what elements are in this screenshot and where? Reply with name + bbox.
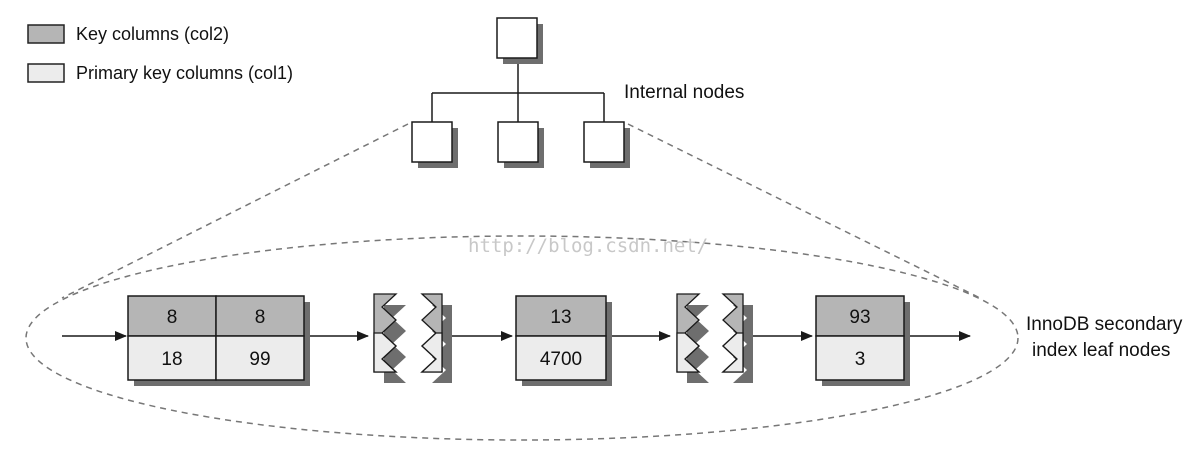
zoom-outline (25, 123, 1019, 441)
internal-node-middle (497, 121, 539, 163)
leaf-1-key-2: 8 (255, 307, 266, 328)
legend-key-swatch (27, 24, 65, 44)
leaf-3-key: 93 (849, 307, 870, 328)
leaf-2-key: 13 (550, 307, 571, 328)
leaf-node-1: 8 8 18 99 (127, 295, 310, 386)
zoom-line-left (61, 123, 409, 299)
leaf-3-key-cell (815, 295, 905, 337)
legend-key-label: Key columns (col2) (76, 24, 229, 44)
internal-node-boxes (411, 17, 630, 168)
leaf-2-key-cell (515, 295, 607, 337)
watermark: http://blog.csdn.net/ (468, 235, 708, 257)
leaf-nodes-label-line-2: index leaf nodes (1032, 340, 1170, 361)
leaf-2-pk-cell (515, 335, 607, 381)
leaf-1-key-1: 8 (167, 307, 178, 328)
leaf-1-pk-1: 18 (161, 349, 182, 370)
leaf-1-pk-2-cell (215, 335, 305, 381)
leaf-node-2: 13 4700 (515, 295, 612, 386)
leaf-1-pk-2: 99 (249, 349, 270, 370)
zoom-line-right (627, 123, 981, 299)
omitted-nodes-fragment-2 (676, 293, 753, 383)
legend-pk-swatch (27, 63, 65, 83)
leaf-3-pk-cell (815, 335, 905, 381)
leaf-nodes-label-line-1: InnoDB secondary (1026, 314, 1183, 335)
internal-node-right (583, 121, 625, 163)
internal-nodes-label: Internal nodes (624, 82, 744, 103)
internal-nodes-tree (431, 60, 605, 122)
leaf-1-pk-1-cell (127, 335, 217, 381)
leaf-1-key-2-cell (215, 295, 305, 337)
root-node (496, 17, 538, 59)
internal-node-left (411, 121, 453, 163)
legend-pk-label: Primary key columns (col1) (76, 63, 293, 83)
omitted-nodes-fragment-1 (373, 293, 452, 383)
leaf-3-pk: 3 (855, 349, 866, 370)
leaf-node-3: 93 3 (815, 295, 910, 386)
legend: Key columns (col2) Primary key columns (… (27, 24, 293, 83)
leaf-2-pk: 4700 (540, 349, 582, 370)
leaf-level-ellipse (25, 235, 1019, 441)
